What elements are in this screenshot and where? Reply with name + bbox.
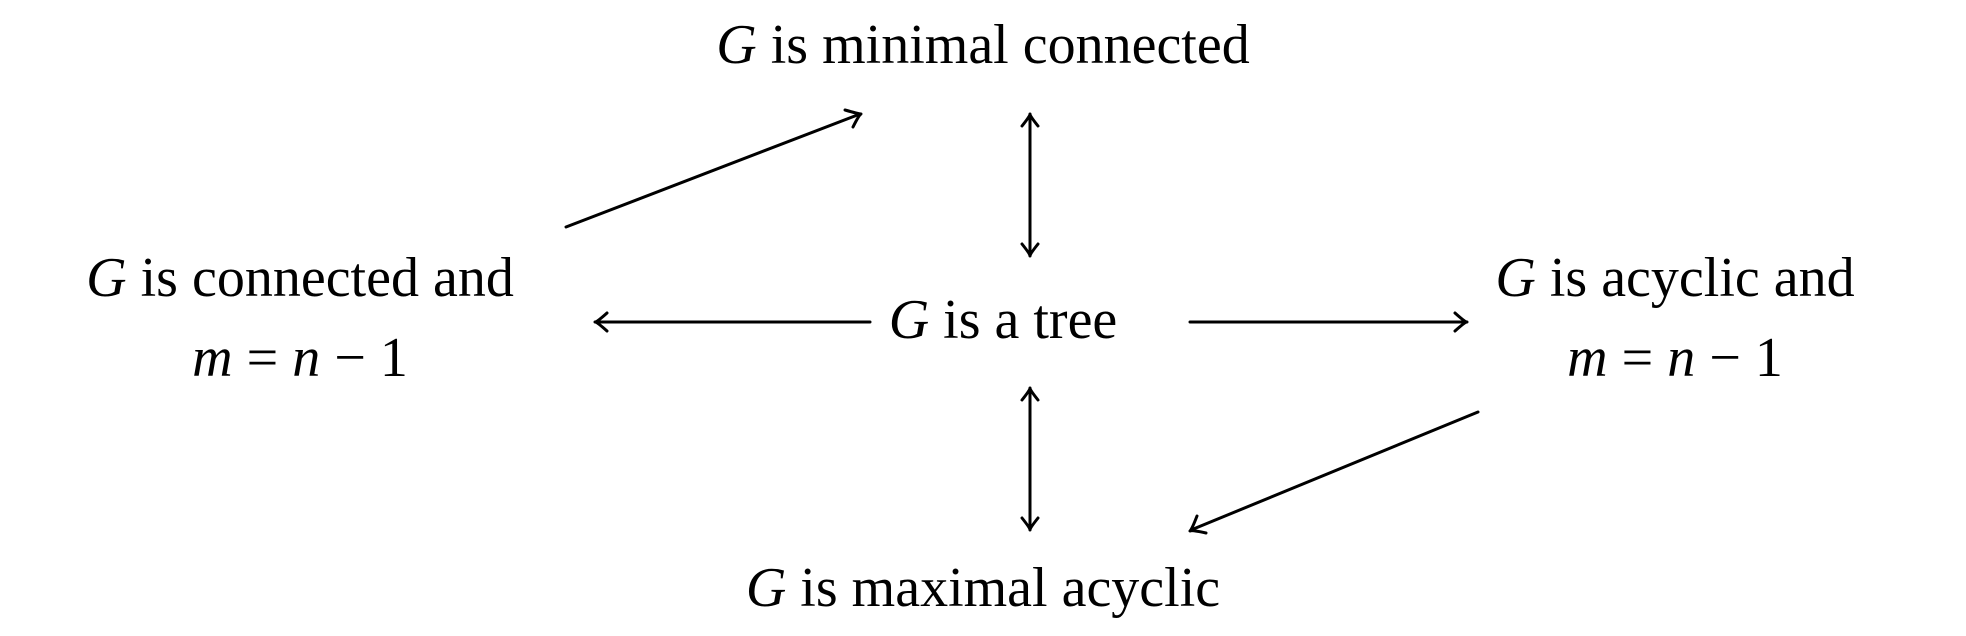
node-subject: G: [86, 247, 127, 309]
equation-equals: =: [1607, 327, 1668, 389]
node-text: is maximal acyclic: [786, 557, 1221, 619]
edge-count-equation: m = n − 1: [1385, 318, 1965, 398]
node-minimal-connected: G is minimal connected: [633, 5, 1333, 85]
node-tree: G is a tree: [833, 280, 1173, 360]
equation-minus: −: [1695, 327, 1755, 389]
arrow-right-bottom: [1189, 410, 1480, 532]
equation-variable: n: [1667, 327, 1696, 389]
node-subject: G: [888, 289, 930, 351]
node-subject: G: [716, 14, 757, 76]
equation-variable: n: [292, 327, 321, 389]
equation-constant: 1: [1754, 327, 1783, 389]
equation-constant: 1: [379, 327, 408, 389]
arrowhead-right: [1453, 311, 1469, 333]
edge-count-equation: m = n − 1: [10, 318, 590, 398]
arrowhead-top-up: [1020, 112, 1040, 128]
node-text: is acyclic and: [1535, 247, 1855, 309]
node-connected-edge-count: G is connected and m = n − 1: [10, 238, 590, 398]
arrowhead-tree-down-1: [1020, 242, 1040, 258]
arrowhead-bottom-down: [1020, 516, 1040, 532]
node-text: is minimal connected: [756, 14, 1250, 76]
node-text: is a tree: [929, 289, 1118, 351]
arrow-left-top: [564, 112, 862, 229]
node-subject: G: [745, 557, 787, 619]
arrowhead-left: [593, 311, 609, 333]
node-maximal-acyclic: G is maximal acyclic: [633, 548, 1333, 628]
node-acyclic-edge-count: G is acyclic and m = n − 1: [1385, 238, 1965, 398]
node-subject: G: [1495, 247, 1536, 309]
equation-lhs: m: [1567, 327, 1608, 389]
equation-lhs: m: [192, 327, 233, 389]
arrowhead-tree-up-2: [1020, 386, 1040, 402]
node-text: is connected and: [126, 247, 514, 309]
arrowhead-right-bottom: [1188, 514, 1208, 535]
equation-minus: −: [320, 327, 380, 389]
arrowhead-left-top: [843, 108, 863, 129]
equation-equals: =: [232, 327, 293, 389]
